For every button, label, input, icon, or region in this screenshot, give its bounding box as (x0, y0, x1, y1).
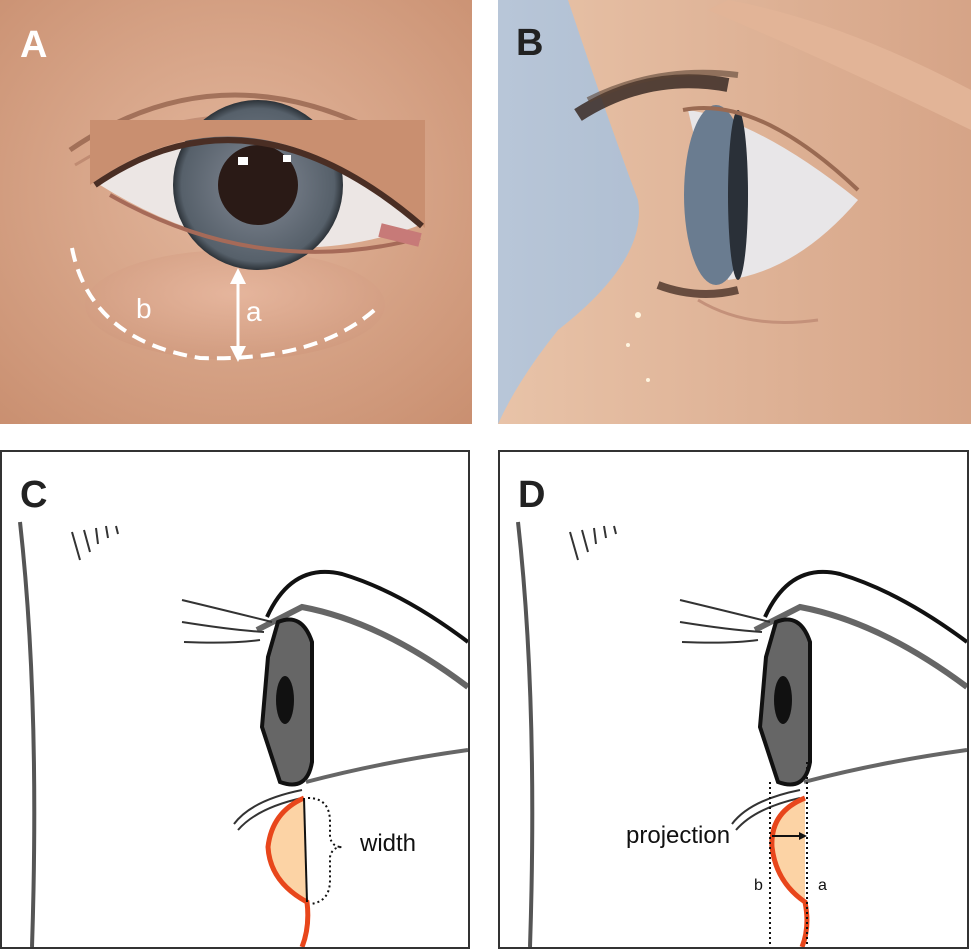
width-diagram-drawing (18, 521, 468, 947)
label-width: width (360, 830, 417, 857)
projection-diagram-drawing (516, 521, 967, 947)
panel-letter-a: A (20, 24, 48, 66)
panel-b-lateral-photo: B (498, 0, 971, 424)
frontal-eye-illustration (0, 0, 472, 424)
panel-letter-b: B (516, 22, 544, 64)
label-b-length: b (136, 293, 152, 324)
label-projection: projection (626, 822, 731, 849)
panel-letter-c: C (20, 474, 48, 516)
label-point-a: a (818, 877, 827, 894)
panel-letter-d: D (518, 474, 546, 516)
lateral-eye-illustration (498, 0, 971, 424)
label-point-b: b (754, 877, 763, 894)
panel-a-frontal-photo: A a b (0, 0, 472, 424)
label-a-height: a (246, 296, 262, 327)
panel-c-width-diagram: C width (0, 450, 470, 949)
panel-d-projection-diagram: D projection a b (498, 450, 969, 949)
